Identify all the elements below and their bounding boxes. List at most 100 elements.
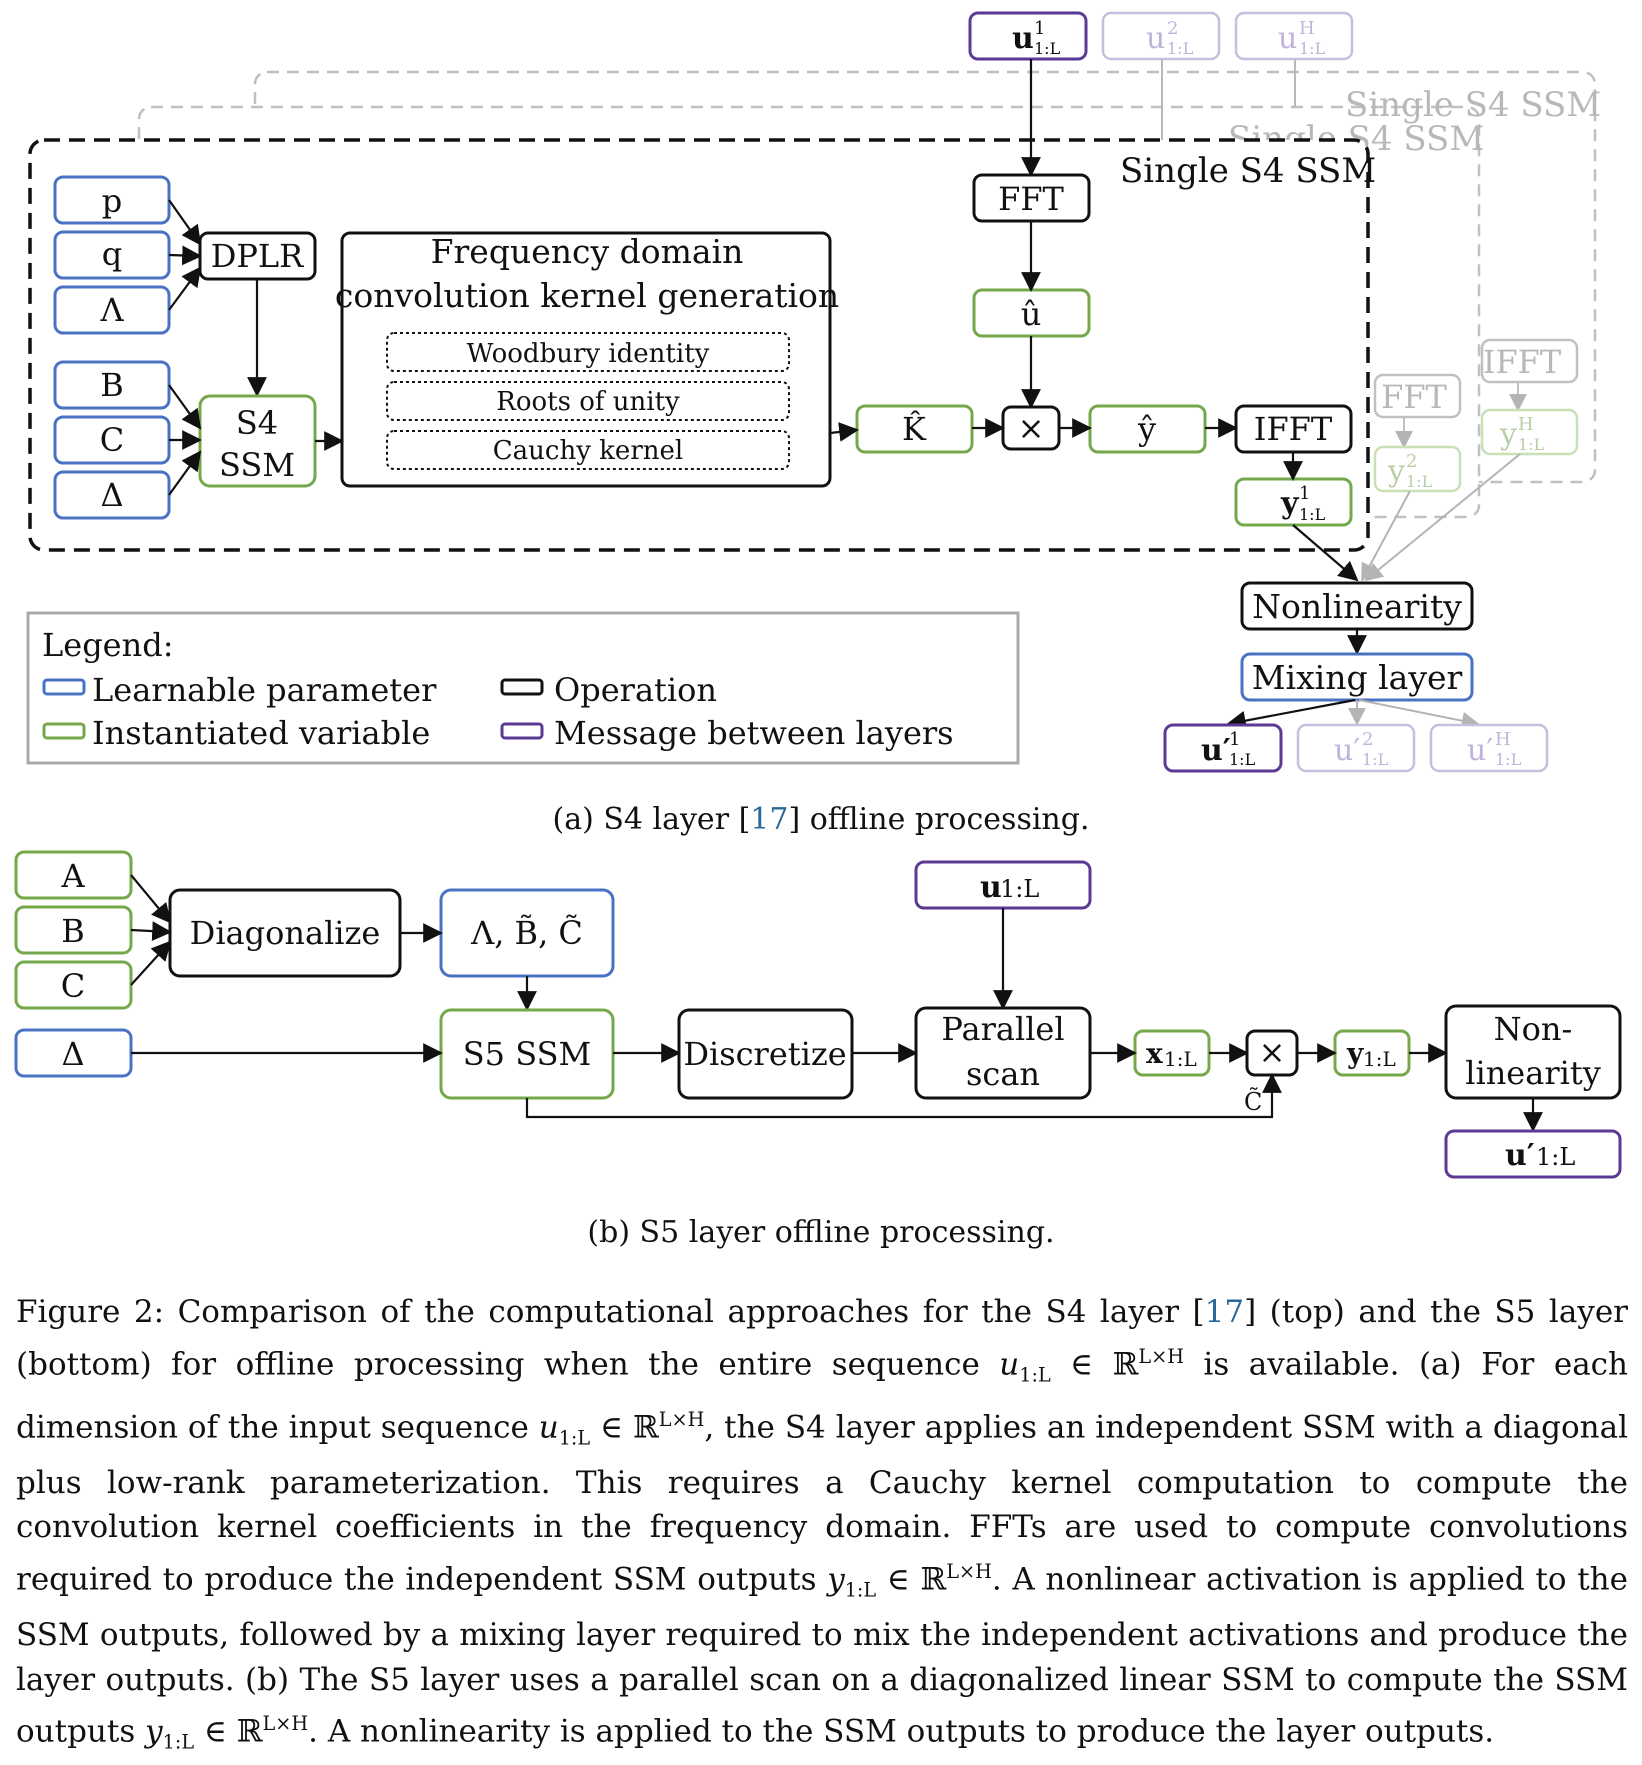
svg-text:y: y xyxy=(1499,417,1517,452)
svg-text:FFT: FFT xyxy=(1381,378,1447,416)
svg-text:C: C xyxy=(100,421,124,459)
svg-text:1:L: 1:L xyxy=(1518,435,1545,454)
s4-param-p: p xyxy=(53,175,171,225)
s5-param-delta: Δ xyxy=(14,1028,133,1078)
svg-text:B: B xyxy=(100,366,124,404)
svg-text:1:L: 1:L xyxy=(1000,875,1039,903)
svg-text:1: 1 xyxy=(1299,483,1310,504)
parallel-scan-operation: Parallel scan xyxy=(914,1006,1092,1100)
kernel-step-cauchy xyxy=(386,430,790,470)
figure-diagram: Single S4 SSM Single S4 SSM Single S4 SS… xyxy=(14,11,1622,1250)
svg-text:1:L: 1:L xyxy=(1167,39,1194,58)
input-u2: u xyxy=(1146,21,1165,56)
svg-text:1: 1 xyxy=(1229,729,1240,750)
fft-operation: FFT xyxy=(972,173,1091,223)
s5-ssm-variable: S5 SSM xyxy=(439,1008,615,1100)
ghost-ifft: IFFT xyxy=(1480,338,1579,384)
svg-text:y: y xyxy=(1346,1037,1364,1070)
legend-learnable: Learnable parameter xyxy=(92,671,437,709)
svg-text:û: û xyxy=(1021,295,1042,333)
legend-message: Message between layers xyxy=(554,714,954,752)
svg-text:u′: u′ xyxy=(1505,1138,1535,1173)
svg-text:u′: u′ xyxy=(1467,733,1493,768)
svg-text:H: H xyxy=(1518,414,1534,435)
svg-text:scan: scan xyxy=(966,1055,1040,1093)
legend: Legend: Learnable parameter Instantiated… xyxy=(26,611,1020,765)
u-hat-variable: û xyxy=(972,288,1091,338)
input-uH-box xyxy=(1234,11,1354,61)
svg-text:Nonlinearity: Nonlinearity xyxy=(1252,587,1462,626)
k-hat-variable: K̂ xyxy=(855,404,974,454)
svg-text:Woodbury identity: Woodbury identity xyxy=(467,339,710,369)
svg-text:Frequency domain: Frequency domain xyxy=(431,232,744,271)
caption-ref-link[interactable]: 17 xyxy=(1204,1294,1245,1330)
figure-caption: Figure 2: Comparison of the computationa… xyxy=(16,1294,1629,1754)
output-u1: u′ 1 1:L xyxy=(1163,723,1283,773)
single-s4-ssm-label: Single S4 SSM xyxy=(1120,151,1376,191)
input-u1-box xyxy=(968,11,1088,61)
input-u1: u xyxy=(1012,21,1034,56)
svg-text:2: 2 xyxy=(1362,729,1373,750)
input-uH: u xyxy=(1278,21,1297,56)
s4-param-C: C xyxy=(53,415,171,465)
svg-text:Discretize: Discretize xyxy=(683,1035,846,1073)
s5-nonlinearity-operation: Non- linearity xyxy=(1444,1004,1622,1100)
svg-text:DPLR: DPLR xyxy=(211,237,304,275)
svg-text:S5 SSM: S5 SSM xyxy=(463,1035,592,1073)
lambda-b-c-learnable: Λ, B̃, C̃ xyxy=(439,888,615,978)
svg-text:Δ: Δ xyxy=(100,476,123,514)
svg-text:1:L: 1:L xyxy=(1164,1047,1197,1071)
ghost-ssm-back-label: Single S4 SSM xyxy=(1345,85,1601,125)
svg-text:q: q xyxy=(102,235,122,273)
svg-text:ŷ: ŷ xyxy=(1137,410,1156,448)
mixing-layer: Mixing layer xyxy=(1240,652,1474,702)
svg-text:×: × xyxy=(1259,1033,1286,1071)
svg-text:y: y xyxy=(1387,454,1405,489)
svg-text:H: H xyxy=(1495,729,1511,750)
svg-text:1:L: 1:L xyxy=(1406,472,1433,491)
s5-input-u: u 1:L xyxy=(914,860,1092,910)
s5-multiply-operation: × xyxy=(1245,1029,1299,1077)
kernel-step-woodbury xyxy=(386,332,790,372)
svg-text:x: x xyxy=(1146,1037,1163,1070)
ghost-yH: y H 1:L xyxy=(1480,408,1579,456)
caption-a: (a) S4 layer [17] offline processing. xyxy=(553,802,1090,837)
s4-param-lambda: Λ xyxy=(53,285,171,335)
svg-text:Mixing layer: Mixing layer xyxy=(1252,658,1463,697)
svg-text:1:L: 1:L xyxy=(1363,1047,1396,1071)
svg-text:A: A xyxy=(60,857,85,895)
svg-text:2: 2 xyxy=(1406,451,1417,472)
svg-text:convolution kernel generation: convolution kernel generation xyxy=(335,276,839,315)
svg-text:Parallel: Parallel xyxy=(941,1010,1064,1048)
output-uH: u′ H 1:L xyxy=(1429,723,1549,773)
ifft-operation: IFFT xyxy=(1234,404,1353,454)
svg-text:1:L: 1:L xyxy=(1299,505,1326,524)
s5-output-u: u′ 1:L xyxy=(1444,1129,1622,1179)
c-tilde-label: C̃ xyxy=(1244,1088,1262,1116)
input-u2-box xyxy=(1101,11,1221,61)
svg-text:linearity: linearity xyxy=(1465,1054,1601,1092)
multiply-operation: × xyxy=(1001,405,1061,451)
y1-variable: y 1 1:L xyxy=(1234,477,1353,527)
svg-text:1:L: 1:L xyxy=(1299,39,1326,58)
caption-b: (b) S5 layer offline processing. xyxy=(587,1215,1054,1250)
diagonalize-operation: Diagonalize xyxy=(168,888,402,978)
svg-text:IFFT: IFFT xyxy=(1483,343,1562,381)
s5-param-C: C xyxy=(14,960,133,1010)
y-variable: y 1:L xyxy=(1333,1029,1411,1077)
s4-param-q: q xyxy=(53,230,171,280)
svg-text:1:L: 1:L xyxy=(1495,750,1522,769)
discretize-operation: Discretize xyxy=(677,1008,854,1100)
svg-text:u′: u′ xyxy=(1334,733,1360,768)
s5-param-A: A xyxy=(14,850,133,900)
svg-text:Diagonalize: Diagonalize xyxy=(190,914,381,952)
svg-text:Δ: Δ xyxy=(61,1035,84,1073)
s4-ssm-variable: S4 SSM xyxy=(198,394,317,488)
svg-text:1:L: 1:L xyxy=(1362,750,1389,769)
ghost-fft: FFT xyxy=(1373,373,1462,419)
svg-text:S4: S4 xyxy=(236,404,278,442)
svg-text:IFFT: IFFT xyxy=(1254,410,1333,448)
svg-text:p: p xyxy=(102,182,122,220)
svg-text:SSM: SSM xyxy=(219,446,295,484)
output-u2: u′ 2 1:L xyxy=(1296,723,1416,773)
